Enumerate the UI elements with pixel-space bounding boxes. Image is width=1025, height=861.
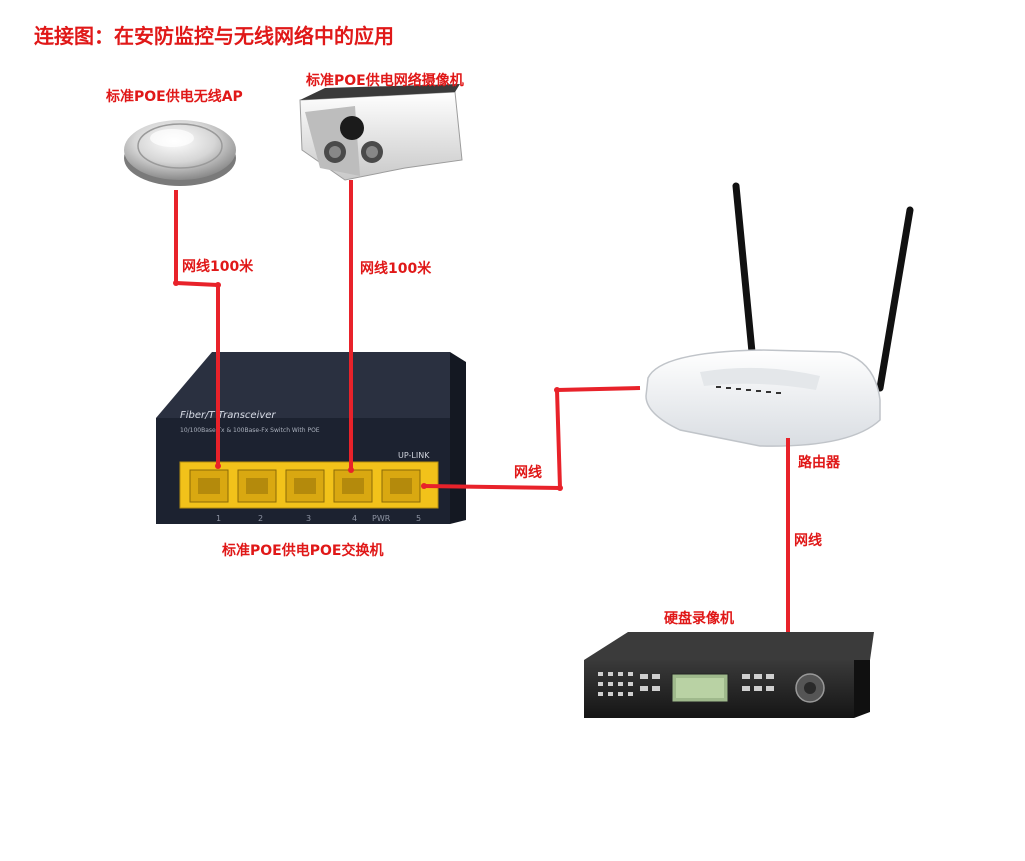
port-label-5: 5 [416,514,421,523]
wireless-ap-device [124,120,236,186]
switch-label: 标准POE供电POE交换机 [222,543,384,559]
rj45-port-socket [342,478,364,494]
port-label-2: 2 [258,514,263,523]
dvr-device [584,632,874,718]
cable-switch-to-router [423,386,641,490]
cable-camera-label: 网线100米 [360,261,432,277]
diagram-title: 连接图：在安防监控与无线网络中的应用 [34,24,394,48]
rj45-port-socket [294,478,316,494]
cable-ap-to-switch [174,190,220,466]
cable-ap-label: 网线100米 [182,259,254,275]
router-label: 路由器 [798,455,840,471]
rj45-port-5 [381,469,421,503]
rj45-port-socket [390,478,412,494]
port-label-4: 4 [352,514,357,523]
rj45-port-socket [246,478,268,494]
port-label-1: 1 [216,514,221,523]
cable-router-dvr-label: 网线 [794,533,822,549]
switch-spec-text: 10/100Base-Tx & 100Base-Fx Switch With P… [180,427,320,434]
rj45-port-socket [198,478,220,494]
switch-uplink-text: UP-LINK [398,451,430,460]
poe-switch-device: Fiber/T Transceiver 10/100Base-Tx & 100B… [156,352,466,524]
ap-label: 标准POE供电无线AP [106,89,243,105]
cable-switch-router-label: 网线 [514,465,542,481]
port-label-3: 3 [306,514,311,523]
router-device [645,182,914,447]
pwr-label: PWR [372,514,391,523]
switch-brand-text: Fiber/T Transceiver [180,410,276,421]
cable-lines [174,180,790,632]
dvr-label: 硬盘录像机 [664,611,734,627]
camera-label: 标准POE供电网络摄像机 [306,73,464,89]
network-camera-device [299,84,463,181]
